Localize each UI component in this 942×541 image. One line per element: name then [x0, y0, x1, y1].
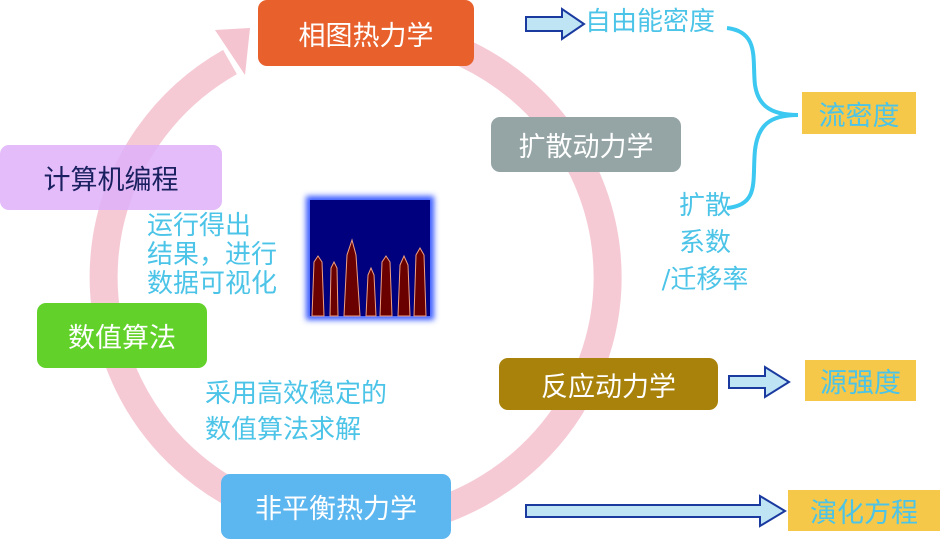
- evolution-equation-box: 演化方程: [788, 490, 940, 531]
- note-line: 运行得出: [147, 211, 252, 241]
- node-label: 扩散动力学: [518, 132, 654, 163]
- note-line: 结果，进行: [147, 240, 278, 270]
- node-computer-programming: 计算机编程: [0, 145, 222, 210]
- diffusion-coefficient-note: 扩散 系数 /迁移率: [650, 188, 760, 299]
- solve-note: 采用高效稳定的 数值算法求解: [205, 376, 387, 448]
- node-diffusion-kinetics: 扩散动力学: [491, 117, 681, 172]
- node-numerical-algorithm: 数值算法: [37, 303, 207, 368]
- node-label: 计算机编程: [43, 165, 179, 196]
- node-nonequilibrium-thermodynamics: 非平衡热力学: [221, 474, 451, 539]
- brace: [726, 26, 799, 210]
- node-label: 反应动力学: [541, 371, 676, 403]
- source-strength-box: 源强度: [805, 360, 916, 401]
- flux-density-box: 流密度: [802, 92, 916, 134]
- node-reaction-kinetics: 反应动力学: [499, 358, 718, 410]
- box-label: 演化方程: [810, 498, 918, 529]
- simulation-image: [306, 196, 434, 320]
- box-label: 流密度: [818, 100, 900, 132]
- run-visualize-note: 运行得出 结果，进行 数据可视化: [147, 212, 277, 299]
- arrow-to-free-energy: [525, 7, 586, 41]
- note-line: /迁移率: [661, 265, 749, 295]
- node-phase-thermodynamics: 相图热力学: [258, 0, 474, 66]
- node-label: 数值算法: [68, 323, 176, 354]
- note-line: 扩散: [678, 191, 731, 221]
- node-label: 相图热力学: [298, 20, 434, 52]
- arrow-to-evolution-equation: [525, 494, 787, 528]
- box-label: 源强度: [820, 368, 901, 399]
- note-line: 采用高效稳定的: [205, 379, 388, 409]
- note-line: 系数: [678, 228, 731, 258]
- arrow-to-source-strength: [728, 365, 791, 399]
- free-energy-density-label: 自由能密度: [585, 7, 716, 37]
- note-line: 数据可视化: [147, 269, 278, 299]
- note-line: 数值算法求解: [205, 415, 362, 445]
- cycle-arrowhead: [215, 28, 250, 75]
- node-label: 非平衡热力学: [255, 494, 417, 525]
